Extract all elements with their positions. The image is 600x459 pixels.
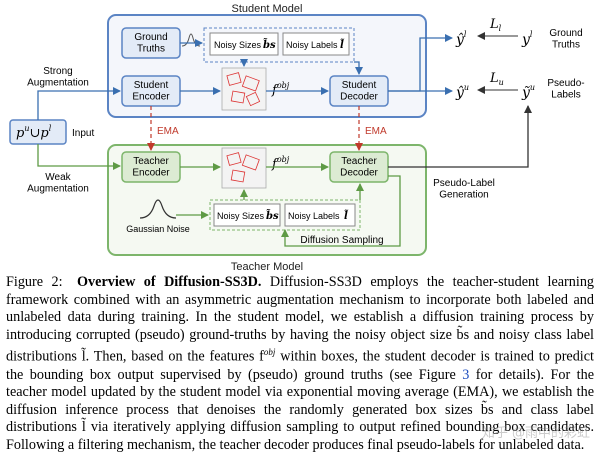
student-noisy-labels-label: Noisy Labels — [286, 40, 338, 50]
ema-label-decoder: EMA — [365, 126, 387, 137]
student-noisy-labels-box — [282, 32, 350, 56]
teacher-noisy-sizes-label: Noisy Sizes — [217, 211, 265, 221]
teacher-model-title: Teacher Model — [231, 261, 303, 273]
y-tilde-u: ỹu — [521, 83, 535, 101]
pseudo-labels-output-label: Pseudo-Labels — [547, 78, 584, 101]
caption-fobj-sup: obj — [263, 347, 276, 358]
teacher-noisy-labels-symbol: l̃ — [344, 210, 349, 222]
caption-body-3: for details). For the teacher model upda… — [6, 366, 595, 454]
teacher-fobj-label: fobj — [271, 155, 290, 172]
figure-caption: Figure 2: Overview of Diffusion-SS3D. Di… — [6, 274, 594, 455]
input-label: Input — [72, 128, 94, 139]
gaussian-curve-icon — [139, 199, 177, 219]
loss-u: Lu — [489, 71, 504, 87]
pseudo-label-generation-arrow — [388, 105, 532, 168]
y-hat-l: ŷl — [455, 30, 467, 48]
student-noisy-sizes-label: Noisy Sizes — [214, 40, 262, 50]
caption-body-2: within boxes, the student decoder is tra… — [6, 349, 594, 383]
teacher-noisy-labels-box — [284, 203, 356, 227]
student-noisy-labels-symbol: l̃ — [340, 39, 345, 51]
ema-label-encoder: EMA — [157, 126, 179, 137]
caption-title: Overview of Diffusion-SS3D. — [77, 274, 262, 290]
teacher-noisy-sizes-symbol: b̃s — [266, 209, 279, 222]
student-noise-group — [203, 27, 355, 63]
loss-l: Ll — [489, 17, 502, 33]
gaussian-noise-label: Gaussian Noise — [126, 224, 190, 234]
student-pointcloud-thumbnail — [221, 67, 267, 111]
y-hat-u: ŷu — [455, 83, 469, 101]
student-model-title: Student Model — [232, 3, 303, 15]
diffusion-sampling-loop — [281, 175, 401, 247]
caption-figure-ref-link[interactable]: 3 — [462, 366, 470, 383]
y-l: yl — [521, 30, 533, 48]
teacher-noisy-labels-label: Noisy Labels — [288, 211, 340, 221]
input-expression: pu∪pl — [16, 124, 52, 141]
diffusion-sampling-label: Diffusion Sampling — [300, 235, 383, 246]
student-noisy-sizes-box — [209, 32, 279, 56]
watermark: 知乎 @雨中的彩虹 — [481, 426, 590, 441]
teacher-pointcloud-thumbnail — [221, 147, 267, 189]
caption-body-1: Diffusion-SS3D employs the teacher-stude… — [6, 274, 595, 366]
student-noisy-sizes-symbol: b̃s — [263, 38, 276, 51]
teacher-noisy-sizes-box — [213, 203, 281, 227]
caption-figure-id: Figure 2: — [6, 274, 63, 290]
